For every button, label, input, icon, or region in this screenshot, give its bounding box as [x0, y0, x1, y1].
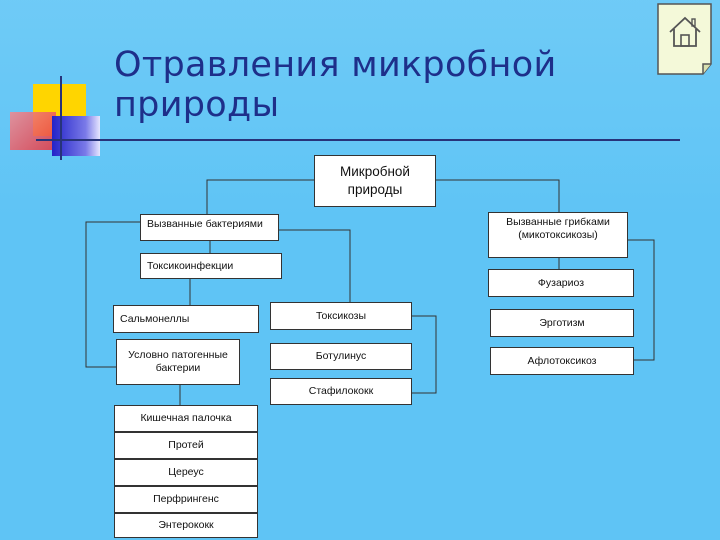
connector-toxicoses-bracket	[412, 315, 437, 394]
connector-root-right	[436, 179, 560, 212]
intestinal-node-1: Кишечная палочка	[114, 405, 258, 432]
root-node: Микробной природы	[314, 155, 436, 207]
connector-fungi-bracket	[628, 239, 655, 361]
staphylococcus-node: Стафилококк	[270, 378, 412, 405]
bacteria-node: Вызванные бактериями	[140, 214, 279, 241]
botulinus-node: Ботулинус	[270, 343, 412, 370]
intestinal-node-5: Энтерококк	[114, 513, 258, 538]
page-title: Отравления микробной природы	[114, 45, 634, 125]
intestinal-node-4: Перфрингенс	[114, 486, 258, 513]
home-button[interactable]	[655, 2, 717, 76]
connector-bacteria-conditional	[85, 221, 140, 368]
fusariosis-node: Фузариоз	[488, 269, 634, 297]
aflatoxicosis-node: Афлотоксикоз	[490, 347, 634, 375]
page-title-line2: природы	[114, 85, 280, 125]
fungi-node: Вызванные грибками (микотоксикозы)	[488, 212, 628, 258]
connector-root-left	[206, 179, 314, 217]
intestinal-node-3: Цереус	[114, 459, 258, 486]
deco-vertical-line	[60, 76, 62, 160]
title-underline	[36, 139, 680, 141]
intestinal-node-2: Протей	[114, 432, 258, 459]
deco-red-square	[10, 112, 56, 150]
home-icon	[657, 3, 712, 75]
page-title-line1: Отравления микробной	[114, 45, 557, 85]
conditional-node: Условно патогенные бактерии	[116, 339, 240, 385]
connector-bacteria-toxicoses	[279, 229, 351, 302]
ergotism-node: Эрготизм	[490, 309, 634, 337]
toxicoinfections-node: Токсикоинфекции	[140, 253, 282, 279]
toxicoses-node: Токсикозы	[270, 302, 412, 330]
salmonella-node: Сальмонеллы	[113, 305, 259, 333]
